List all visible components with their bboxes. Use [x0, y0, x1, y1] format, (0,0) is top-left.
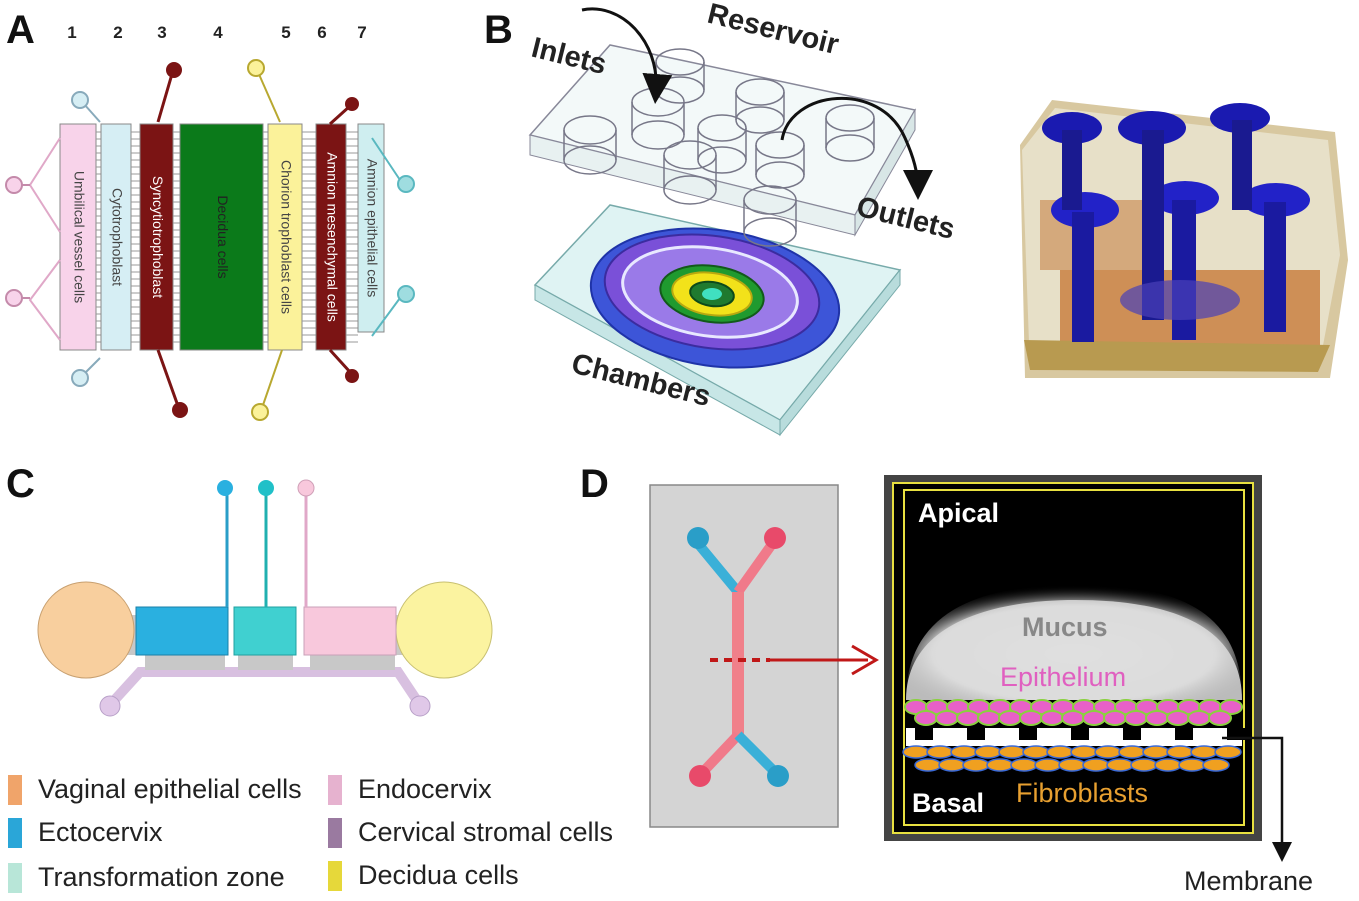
legend-item: Endocervix — [328, 774, 492, 805]
legend-label: Cervical stromal cells — [358, 817, 614, 847]
fibroblasts-label: Fibroblasts — [1016, 778, 1148, 808]
ectocervix-chamber — [135, 606, 229, 656]
basal-label: Basal — [912, 788, 984, 818]
membrane-pores — [915, 728, 1245, 740]
stromal-channel — [106, 667, 425, 709]
legend-item: Transformation zone — [8, 862, 285, 893]
outlet-arrow — [780, 96, 933, 200]
legend-swatch — [8, 862, 22, 893]
layer-number: 1 — [67, 23, 76, 42]
legend-label: Transformation zone — [38, 862, 285, 892]
cell-layer — [100, 123, 132, 351]
layer-number: 2 — [113, 23, 122, 42]
panel-a-letter: A — [6, 8, 35, 52]
cell-layer-label: Decidua cells — [215, 195, 231, 278]
port-circle — [247, 59, 265, 77]
port-circle — [397, 175, 415, 193]
apical-label: Apical — [918, 498, 999, 528]
legend-label: Endocervix — [358, 774, 492, 804]
panel-d: Apical Mucus Epithelium Basal Fibroblast… — [649, 475, 1313, 896]
port-circle — [99, 695, 121, 717]
cell-layer-label: Amnion mesenchymal cells — [324, 152, 340, 322]
transformation-chamber — [233, 606, 297, 656]
legend-item: Ectocervix — [8, 817, 163, 848]
port-circle — [5, 176, 23, 194]
panel-b-letter: B — [484, 8, 513, 52]
inlet-arrow — [581, 7, 673, 104]
cell-layer — [267, 123, 303, 351]
legend-swatch — [328, 817, 342, 848]
cell-layer-label: Chorion trophoblast cells — [278, 160, 294, 314]
legend-label: Ectocervix — [38, 817, 163, 847]
cell-layer-label: Amnion epithelial cells — [364, 159, 380, 298]
port-circle — [409, 695, 431, 717]
mucus-label: Mucus — [1022, 612, 1108, 642]
cell-layer-label: Umbilical vessel cells — [71, 171, 87, 303]
legend-item: Vaginal epithelial cells — [8, 774, 302, 805]
device-photo — [1020, 100, 1348, 378]
port-circle — [217, 480, 233, 496]
legend-swatch — [328, 774, 342, 805]
layer-number: 4 — [213, 23, 223, 42]
port-circle — [767, 765, 789, 787]
reservoir-label: Reservoir — [704, 0, 842, 61]
port-circle — [5, 289, 23, 307]
panel-a: 1 2 3 4 5 6 7 Umbilical vessel cells Cytotropho… — [5, 23, 415, 421]
cell-layer — [139, 123, 174, 351]
legend-item: Cervical stromal cells — [328, 817, 613, 848]
port-circle — [397, 285, 415, 303]
cell-layer — [357, 123, 385, 333]
port-circle — [166, 62, 182, 78]
cell-layer — [179, 123, 264, 351]
layer-number: 5 — [281, 23, 290, 42]
legend-swatch — [8, 817, 22, 848]
port-circle — [258, 480, 274, 496]
port-circle — [172, 402, 188, 418]
legend-swatch — [328, 860, 342, 891]
port-circle — [251, 403, 269, 421]
port-circle — [687, 527, 709, 549]
fibroblast-layer — [902, 745, 1242, 772]
panel-c — [37, 479, 493, 717]
layer-number: 6 — [317, 23, 326, 42]
panel-a-layers: Umbilical vessel cells Cytotrophoblast Syn… — [59, 123, 385, 351]
panel-b-device: Inlets Reservoir Outlets Chambers — [528, 0, 958, 437]
endocervix-chamber — [303, 606, 397, 656]
panel-a-connectors — [5, 59, 415, 421]
panel-c-letter: C — [6, 462, 35, 506]
port-circle — [345, 369, 359, 383]
legend-item: Decidua cells — [328, 860, 519, 891]
vaginal-chamber — [37, 581, 135, 679]
membrane-label: Membrane — [1184, 866, 1313, 896]
cell-layer-label: Syncytiotrophoblast — [150, 176, 166, 298]
panel-a-numbers: 1 2 3 4 5 6 7 — [67, 23, 366, 42]
panel-d-letter: D — [580, 462, 609, 506]
epithelium-layer — [904, 699, 1243, 726]
legend-swatch — [8, 774, 22, 805]
port-circle — [345, 97, 359, 111]
cell-layer — [315, 123, 347, 351]
cell-layer-label: Cytotrophoblast — [109, 188, 125, 286]
port-circle — [71, 369, 89, 387]
port-circle — [71, 91, 89, 109]
port-circle — [689, 765, 711, 787]
port-circle — [297, 479, 315, 497]
layer-number: 7 — [357, 23, 366, 42]
epithelium-label: Epithelium — [1000, 662, 1126, 692]
inlets-label: Inlets — [528, 32, 609, 81]
layer-number: 3 — [157, 23, 166, 42]
decidua-chamber — [395, 581, 493, 679]
outlets-label: Outlets — [853, 191, 958, 246]
reservoir-wells — [563, 48, 875, 247]
cell-layer — [59, 123, 97, 351]
legend-label: Decidua cells — [358, 860, 519, 890]
port-circle — [764, 527, 786, 549]
legend-label: Vaginal epithelial cells — [38, 774, 302, 804]
